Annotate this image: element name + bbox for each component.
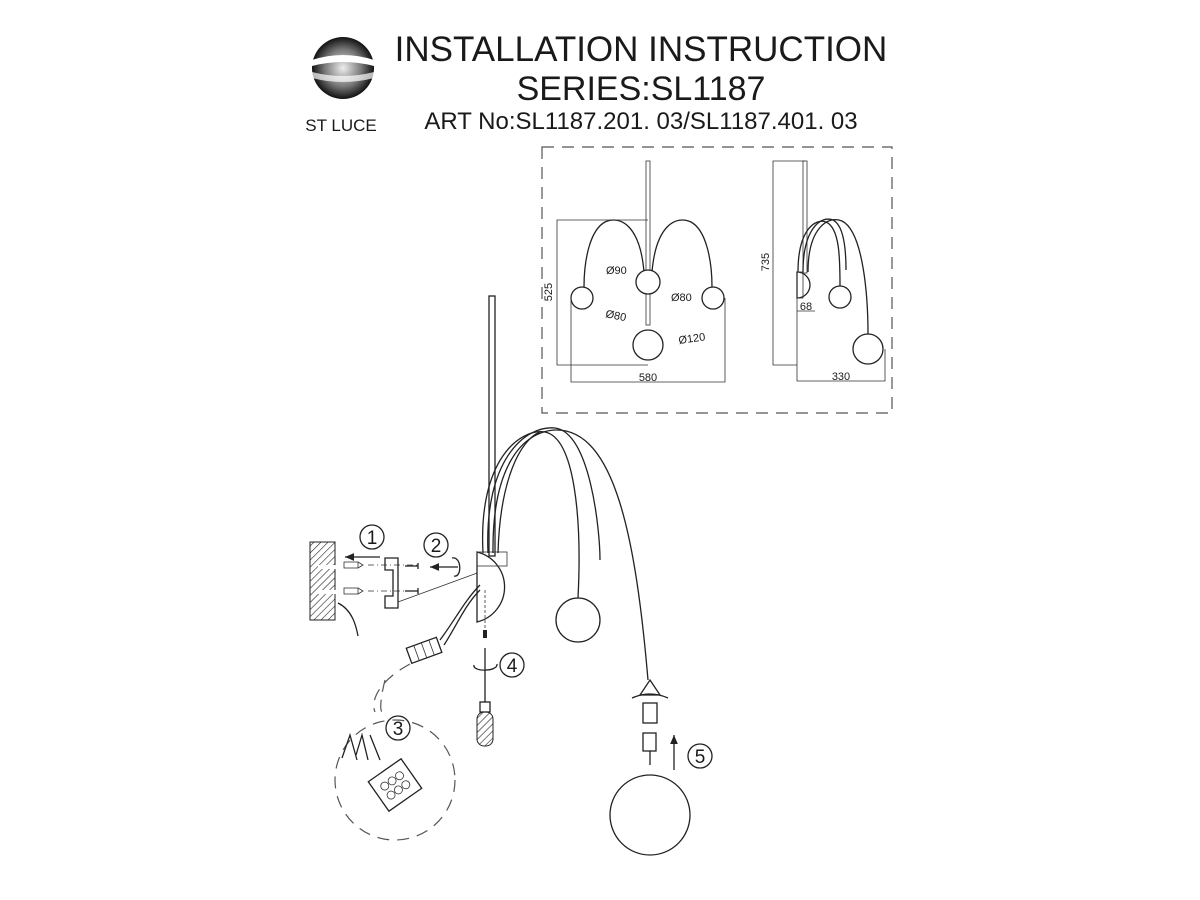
wire-ends-icon (341, 732, 381, 761)
right-ball-diameter-label: Ø80 (671, 292, 692, 304)
svg-text:1: 1 (367, 528, 378, 549)
svg-text:5: 5 (695, 747, 706, 768)
brand-logo: ST LUCE (305, 37, 377, 135)
backplate-depth-label: 68 (800, 301, 812, 313)
assembly-drawing (309, 295, 691, 856)
front-width-label: 580 (639, 372, 657, 384)
lamp-socket (642, 702, 658, 724)
bottom-ball-diameter-label: Ø120 (678, 331, 706, 347)
side-view: 735 68 330 (760, 160, 886, 383)
step-1: 1 (359, 524, 385, 550)
wall-plug-icon (343, 561, 364, 569)
terminal-block-detail-icon (367, 757, 423, 813)
side-height-label: 735 (760, 253, 772, 271)
rotate-arrow-icon (451, 557, 461, 577)
screw-icon (405, 563, 419, 569)
left-ball-diameter-label: Ø80 (604, 308, 627, 324)
wall-plug-icon (343, 587, 364, 595)
side-depth-label: 330 (832, 371, 850, 383)
screwdriver-icon (476, 648, 494, 747)
article-number: ART No:SL1187.201. 03/SL1187.401. 03 (424, 108, 857, 135)
front-height-label: 525 (543, 283, 555, 301)
svg-text:3: 3 (393, 719, 404, 740)
terminal-block-icon (405, 636, 443, 665)
svg-text:2: 2 (431, 536, 442, 557)
mounting-bracket (384, 557, 399, 609)
svg-text:4: 4 (507, 656, 518, 677)
step-5: 5 (687, 743, 713, 769)
step-3: 3 (385, 715, 411, 741)
logo-mark-icon (312, 37, 374, 99)
rotate-arrow-icon (473, 663, 498, 671)
step-2: 2 (423, 532, 449, 558)
glass-shade-small (555, 597, 601, 643)
step-4: 4 (499, 652, 525, 678)
hub-canopy (476, 551, 506, 623)
screw-icon (405, 588, 419, 594)
led-bulb-icon (642, 732, 657, 752)
glass-shade-large (609, 774, 691, 856)
series-label: SERIES:SL1187 (517, 70, 766, 108)
title: INSTALLATION INSTRUCTION (395, 30, 888, 69)
logo-text: ST LUCE (305, 116, 377, 135)
wall-icon (309, 541, 336, 621)
dimension-drawing: 525 580 Ø90 Ø80 Ø80 Ø120 735 68 330 (541, 146, 893, 414)
front-view: 525 580 Ø90 Ø80 Ø80 Ø120 (543, 160, 726, 384)
screw-icon (483, 630, 487, 638)
hub-diameter-label: Ø90 (606, 265, 627, 277)
wall-rod (488, 295, 496, 557)
detail-callout (334, 719, 456, 841)
